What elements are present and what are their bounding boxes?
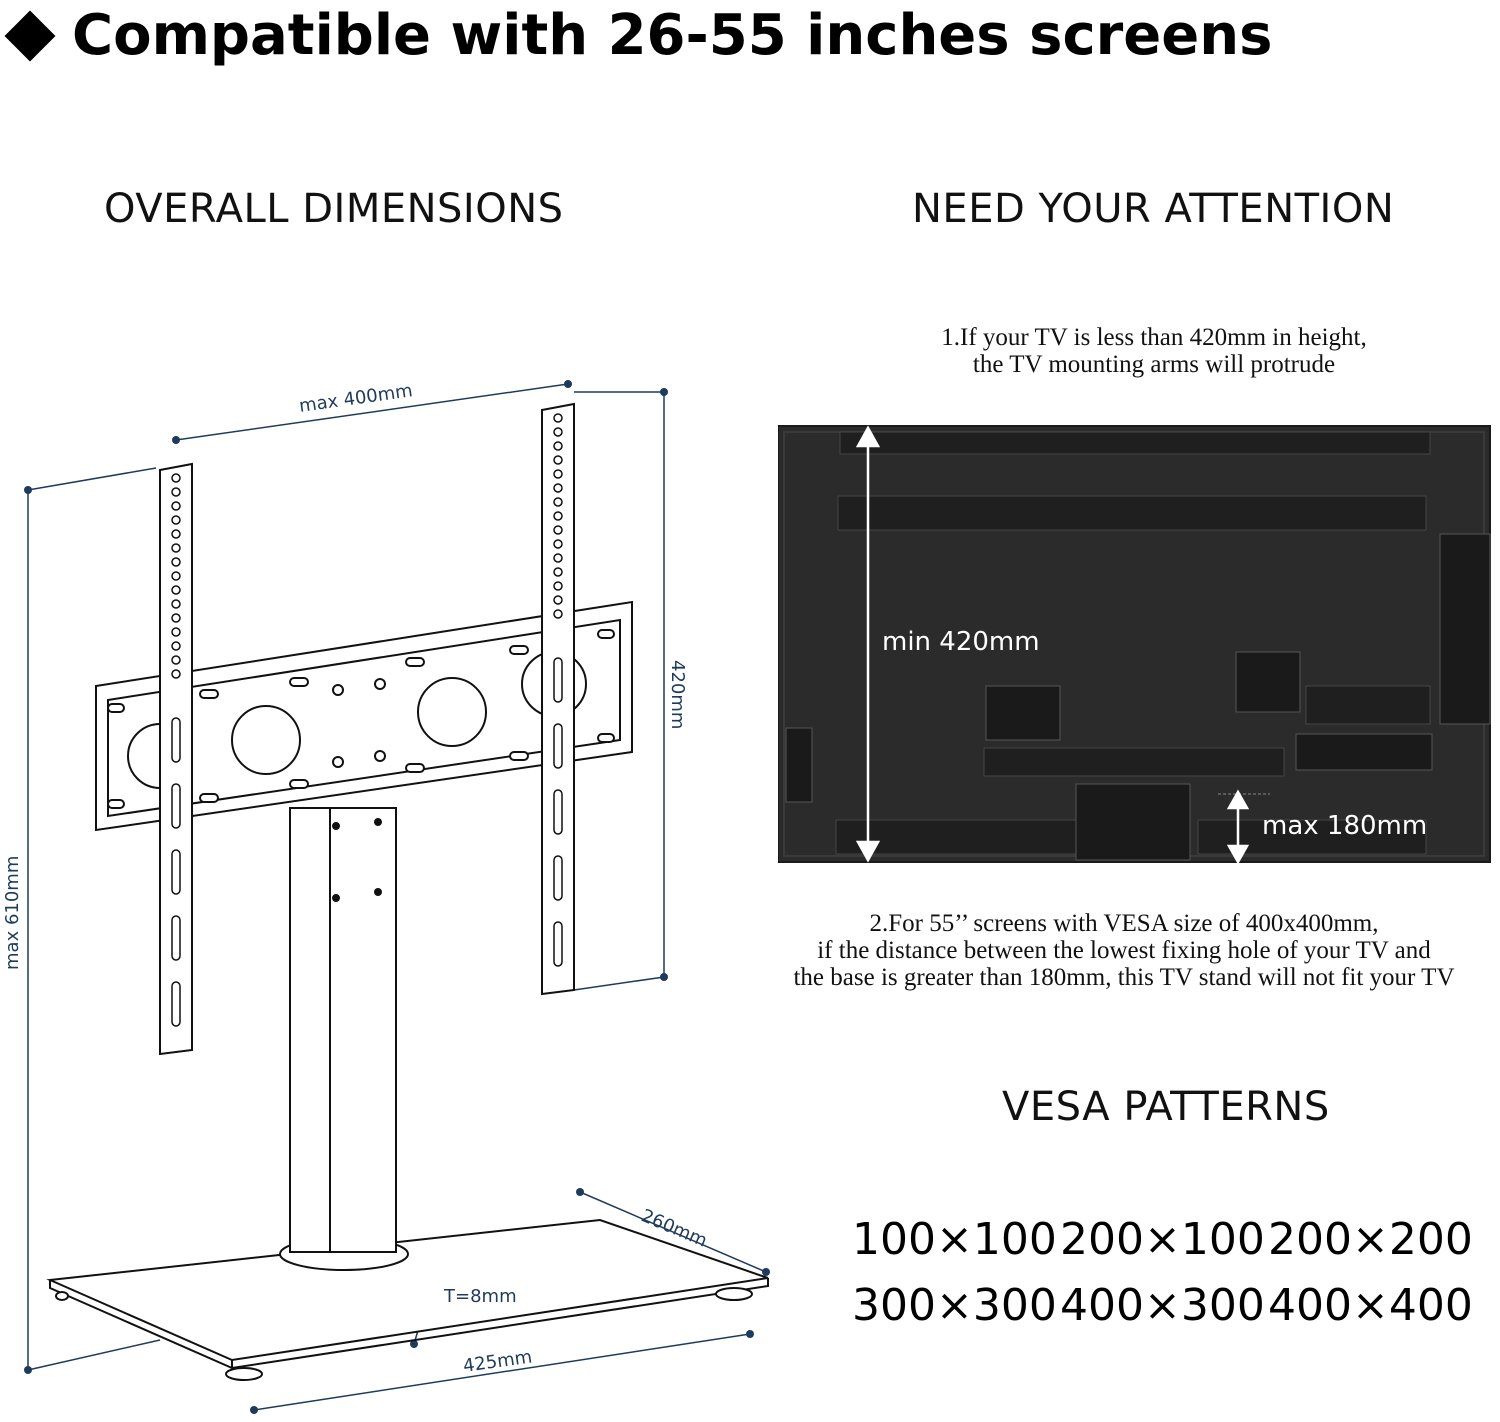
arm-hole bbox=[553, 553, 563, 563]
note2-line3: the base is greater than 180mm, this TV … bbox=[793, 964, 1455, 991]
arm-slot bbox=[171, 849, 181, 895]
arm-slot bbox=[171, 783, 181, 829]
arm-hole bbox=[553, 483, 563, 493]
note2-line2: if the distance between the lowest fixin… bbox=[817, 937, 1431, 964]
stand-dimension-diagram: max 400mm 420mm max 610mm 260mm T=8mm 42… bbox=[2, 380, 770, 1414]
arm-hole bbox=[553, 525, 563, 535]
headline: Compatible with 26-55 inches screens bbox=[0, 4, 1272, 68]
vesa-pattern-item: 400×300 bbox=[1060, 1280, 1265, 1331]
vesa-pattern-item: 100×100 bbox=[852, 1214, 1057, 1265]
overall-dimensions-title: OVERALL DIMENSIONS bbox=[104, 186, 564, 232]
arm-hole bbox=[171, 487, 181, 497]
arm-hole bbox=[171, 669, 181, 679]
arm-hole bbox=[553, 455, 563, 465]
tv-vesa-recess bbox=[985, 685, 1061, 741]
base-width-line bbox=[253, 1333, 751, 1411]
arm-slot bbox=[171, 981, 181, 1027]
dimension-endpoints bbox=[24, 380, 770, 1414]
arm-hole bbox=[553, 539, 563, 549]
arm-slot bbox=[553, 789, 563, 835]
arm-hole bbox=[171, 641, 181, 651]
tv-stand-neck bbox=[1075, 783, 1191, 861]
arm-hole bbox=[171, 515, 181, 525]
arm-hole bbox=[553, 609, 563, 619]
vesa-pattern-item: 400×400 bbox=[1268, 1280, 1473, 1331]
note2-line1: 2.For 55’’ screens with VESA size of 400… bbox=[869, 910, 1379, 937]
arm-hole bbox=[171, 613, 181, 623]
arm-hole bbox=[553, 511, 563, 521]
arm-hole bbox=[171, 557, 181, 567]
arm-hole bbox=[171, 473, 181, 483]
max-distance-label: max 180mm bbox=[1262, 811, 1427, 841]
max-width-label: max 400mm bbox=[298, 380, 414, 417]
max-distance-arrow bbox=[1226, 789, 1250, 865]
arm-hole bbox=[171, 599, 181, 609]
attention-title: NEED YOUR ATTENTION bbox=[912, 186, 1395, 232]
vesa-pattern-item: 200×100 bbox=[1060, 1214, 1265, 1265]
base-plate bbox=[46, 1218, 769, 1362]
vesa-pattern-item: 200×200 bbox=[1268, 1214, 1473, 1265]
max-height-label: max 610mm bbox=[2, 856, 23, 970]
arm-slot bbox=[553, 723, 563, 769]
vesa-patterns-title: VESA PATTERNS bbox=[1002, 1084, 1330, 1130]
tv-vent-grilles bbox=[835, 431, 1431, 855]
note1-line1: 1.If your TV is less than 420mm in heigh… bbox=[941, 324, 1367, 351]
vesa-pattern-item: 300×300 bbox=[852, 1280, 1057, 1331]
attention-note-1: 1.If your TV is less than 420mm in heigh… bbox=[904, 324, 1404, 378]
arm-hole bbox=[171, 529, 181, 539]
mounting-bracket bbox=[95, 600, 633, 832]
arm-hole bbox=[171, 627, 181, 637]
attention-note-2: 2.For 55’’ screens with VESA size of 400… bbox=[754, 910, 1494, 991]
arm-hole bbox=[171, 585, 181, 595]
arm-slot bbox=[553, 657, 563, 703]
arm-hole bbox=[553, 427, 563, 437]
min-height-label: min 420mm bbox=[882, 627, 1040, 657]
arm-hole bbox=[553, 441, 563, 451]
thickness-label: T=8mm bbox=[443, 1286, 517, 1307]
max-width-line bbox=[175, 383, 569, 441]
arm-slot bbox=[553, 921, 563, 967]
note1-line2: the TV mounting arms will protrude bbox=[972, 351, 1336, 378]
arm-hole bbox=[171, 543, 181, 553]
dimension-lines bbox=[27, 383, 767, 1411]
arm-hole bbox=[553, 497, 563, 507]
tv-rear-illustration: min 420mm max 180mm bbox=[778, 425, 1491, 865]
arm-hole bbox=[171, 501, 181, 511]
arm-hole bbox=[553, 413, 563, 423]
arm-hole bbox=[553, 567, 563, 577]
arm-hole bbox=[553, 469, 563, 479]
depth-line bbox=[579, 1191, 767, 1273]
min-height-arrow bbox=[855, 425, 881, 863]
arm-hole bbox=[171, 655, 181, 665]
diamond-bullet-icon bbox=[4, 10, 56, 62]
arm-hole bbox=[553, 581, 563, 591]
headline-text: Compatible with 26-55 inches screens bbox=[72, 3, 1273, 68]
arm-slot bbox=[171, 915, 181, 961]
arm-hole bbox=[171, 571, 181, 581]
stand-column bbox=[289, 807, 397, 1253]
arm-slot bbox=[553, 855, 563, 901]
arm-slot bbox=[171, 717, 181, 763]
arm-hole bbox=[553, 595, 563, 605]
height-label: 420mm bbox=[667, 660, 688, 729]
